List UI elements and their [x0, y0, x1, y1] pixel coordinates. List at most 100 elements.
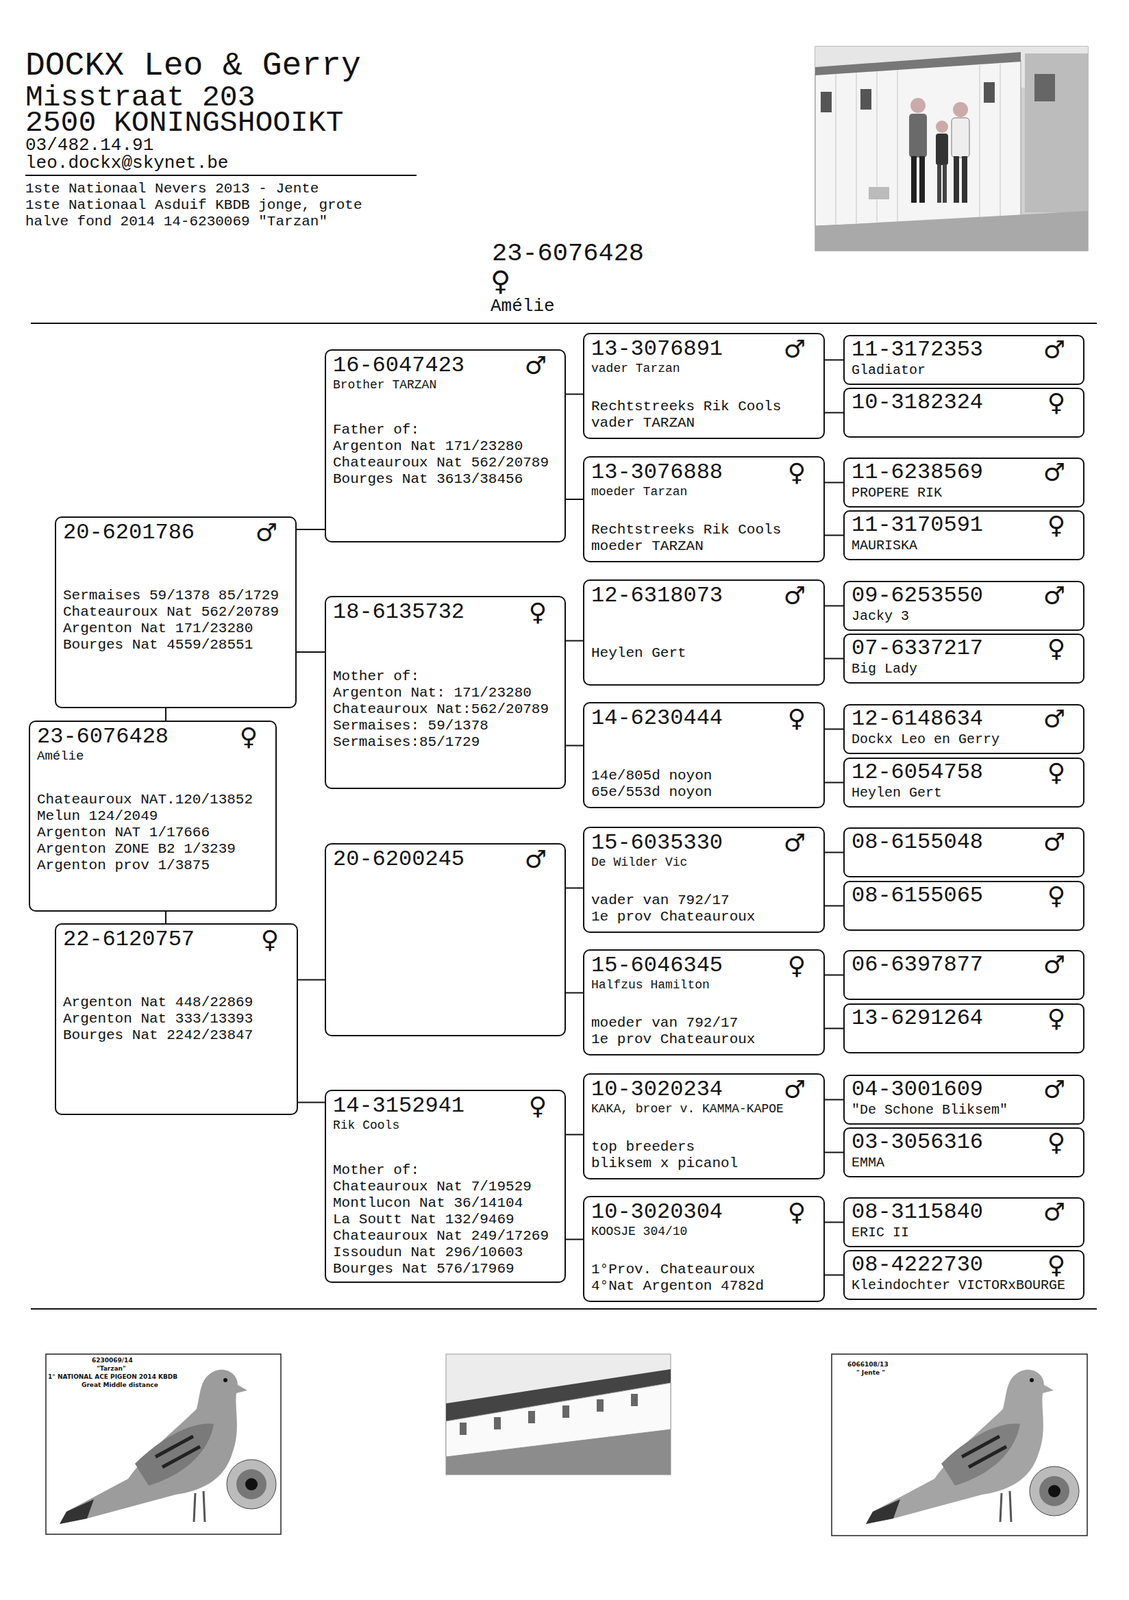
ring-number: 23-6076428: [36, 724, 169, 749]
text-line: Mother of:: [332, 668, 560, 686]
pigeon-name: KOOSJE 304/10: [591, 1224, 818, 1240]
pedigree-line: [296, 651, 325, 653]
text-line: Argenton ZONE B2 1/3239: [36, 841, 270, 858]
sex-symbol: ♂: [783, 1077, 806, 1103]
ring-number: 10-3182324: [851, 390, 984, 415]
pedigree-line: [824, 782, 844, 784]
box-header-row: 10-3182324♀: [851, 390, 1078, 416]
pedigree-box: 12-6054758♀Heylen Gert: [843, 757, 1085, 808]
pedigree-box: 22-6120757♀Argenton Nat 448/22869 Argent…: [54, 923, 299, 1116]
box-header: 16-6047423♂Brother TARZAN: [332, 353, 560, 423]
box-header-row: 15-6035330♂: [591, 830, 818, 856]
results-text: 14e/805d noyon 65e/553d noyon: [591, 767, 818, 801]
pigeon-name: vader Tarzan: [591, 361, 818, 377]
results-text: Father of: Argenton Nat 171/23280 Chatea…: [332, 422, 560, 488]
ring-number: 12-6054758: [851, 760, 984, 785]
pedigree-box: 10-3020304♀KOOSJE 304/101°Prov. Chateaur…: [582, 1196, 825, 1303]
pedigree-line: [824, 1222, 844, 1224]
sex-symbol: ♀: [787, 706, 806, 731]
ring-number: 08-4222730: [851, 1252, 984, 1277]
ring-number: 16-6047423: [332, 353, 465, 378]
pedigree-line: [824, 905, 844, 908]
pedigree-box: 23-6076428♀AmélieChateauroux NAT.120/138…: [28, 720, 277, 912]
box-header: 08-3115840♂ERIC II: [851, 1200, 1078, 1241]
box-header-row: 14-6230444♀: [591, 706, 818, 731]
ring-number: 15-6046345: [591, 953, 723, 978]
text-line: moeder TARZAN: [591, 538, 818, 555]
pedigree-box: 08-6155065♀: [843, 881, 1085, 932]
pedigree-box: 16-6047423♂Brother TARZANFather of: Arge…: [324, 349, 566, 543]
pedigree-box: 09-6253550♂Jacky 3: [843, 580, 1085, 631]
results-text: vader van 792/17 1e prov Chateauroux: [591, 892, 818, 926]
photo-caption: "Tarzan": [96, 1366, 127, 1373]
box-header-row: 11-3172353♂: [851, 337, 1078, 363]
results-text: 1°Prov. Chateauroux 4°Nat Argenton 4782d: [591, 1261, 818, 1295]
photo-caption: Great Middle distance: [81, 1382, 159, 1390]
results-text: Rechtstreeks Rik Cools moeder TARZAN: [591, 522, 818, 555]
pedigree-line: [565, 640, 583, 642]
pedigree-line: [296, 528, 325, 531]
text-line: Heylen Gert: [591, 645, 818, 662]
box-header-row: 11-3170591♀: [851, 513, 1078, 538]
box-header-row: 20-6201786♂: [63, 520, 290, 546]
results-text: top breeders bliksem x picanol: [591, 1139, 818, 1173]
pedigree-line: [824, 728, 844, 731]
ring-number: 10-3020304: [591, 1200, 723, 1225]
ring-number: 13-6291264: [851, 1006, 984, 1031]
text-line: La Soutt Nat 132/9469: [332, 1211, 560, 1229]
box-header: 11-3172353♂Gladiator: [851, 337, 1078, 379]
ring-number: 03-3056316: [851, 1130, 984, 1155]
pigeon-name: PROPERE RIK: [851, 485, 1078, 501]
achievement-note: 1ste Nationaal Nevers 2013 - Jente: [25, 180, 319, 198]
text-line: 1ste Nationaal Asduif KBDB jonge, grote: [25, 197, 362, 214]
box-header: 03-3056316♀EMMA: [851, 1130, 1078, 1171]
pedigree-line: [565, 498, 583, 501]
box-header-row: 13-3076891 ♂: [591, 337, 818, 362]
box-header: 11-6238569♂PROPERE RIK: [851, 460, 1078, 501]
box-header: 13-3076891 ♂vader Tarzan: [591, 337, 818, 399]
box-header: 10-3182324♀: [851, 390, 1078, 416]
text-line: Argenton Nat 171/23280: [332, 438, 560, 455]
sex-symbol: ♂: [783, 830, 806, 856]
photo-caption: " Jente ": [856, 1370, 886, 1377]
ring-number: 22-6120757: [63, 927, 195, 952]
pedigree-box: 04-3001609♂"De Schone Bliksem": [843, 1074, 1085, 1125]
sex-symbol: ♂: [1043, 1077, 1066, 1103]
sex-symbol: ♀: [528, 600, 547, 625]
text-line: 14e/805d noyon: [591, 767, 818, 785]
box-header: 13-3076888♀moeder Tarzan: [591, 460, 818, 523]
results-text: moeder van 792/17 1e prov Chateauroux: [591, 1015, 818, 1049]
ring-number: 09-6253550: [851, 583, 984, 608]
pedigree-box: 03-3056316♀EMMA: [843, 1127, 1085, 1178]
pigeon-name: EMMA: [851, 1155, 1078, 1171]
box-header-row: 03-3056316♀: [851, 1130, 1078, 1156]
text-line: halve fond 2014 14-6230069 "Tarzan": [25, 213, 362, 231]
ring-number: 14-3152941: [332, 1094, 465, 1119]
box-header-row: 13-6291264♀: [851, 1006, 1078, 1032]
ring-number: 13-3076888: [591, 460, 723, 485]
pedigree-box: 13-6291264♀: [843, 1003, 1085, 1054]
results-text: Chateauroux NAT.120/13852 Melun 124/2049…: [36, 791, 270, 875]
text-line: Mother of:: [332, 1162, 560, 1180]
text-line: Montlucon Nat 36/14104: [332, 1195, 560, 1212]
text-line: Chateauroux Nat:562/20789: [332, 701, 560, 718]
sex-symbol: ♂: [783, 337, 806, 362]
results-text: Mother of: Chateauroux Nat 7/19529 Montl…: [332, 1162, 560, 1278]
sex-symbol: ♀: [1047, 760, 1066, 786]
box-header-row: 15-6046345♀: [591, 953, 818, 979]
ring-number: 12-6318073: [591, 583, 723, 608]
text-line: Chateauroux Nat 562/20789: [63, 604, 290, 621]
box-header: 09-6253550♂Jacky 3: [851, 583, 1078, 625]
box-header-row: 20-6200245♂: [332, 847, 560, 873]
box-header-row: 23-6076428♀: [36, 724, 270, 750]
pedigree-line: [824, 412, 844, 414]
pigeon-name: KAKA, broer v. KAMMA-KAPOE: [591, 1102, 818, 1117]
pedigree-box: 15-6046345♀Halfzus Hamiltonmoeder van 79…: [582, 949, 825, 1056]
sex-symbol: ♂: [1043, 706, 1066, 732]
ring-number: 13-3076891: [591, 337, 723, 362]
pedigree-line: [565, 745, 583, 747]
box-header: 20-6201786♂: [63, 520, 290, 588]
box-header-row: 12-6054758 ♀: [851, 760, 1078, 786]
text-line: Argenton NAT 1/17666: [36, 824, 270, 842]
pedigree-box: 13-3076888♀moeder TarzanRechtstreeks Rik…: [582, 456, 825, 563]
